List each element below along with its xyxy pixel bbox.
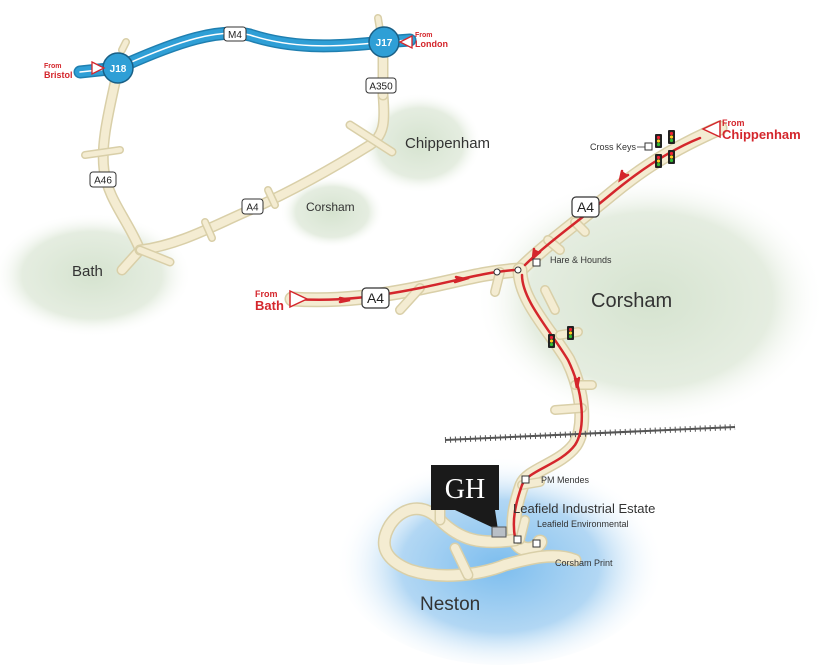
road-shield-a4-north: A4 — [571, 196, 600, 218]
traffic-light-icon — [668, 150, 675, 164]
traffic-light-icon — [655, 154, 662, 168]
from-bristol: From Bristol — [44, 60, 106, 80]
from-chippenham-label: Chippenham — [722, 127, 801, 142]
road-label-a4-west: A4 — [367, 290, 384, 306]
from-bath: From Bath — [255, 289, 309, 313]
town-label-corsham: Corsham — [591, 290, 672, 312]
road-shield-a4-west: A4 — [361, 287, 390, 309]
landmark-label-pm-mendes: PM Mendes — [541, 475, 590, 485]
landmark-marker-icon — [644, 142, 653, 151]
junction-j18: J18 — [102, 52, 134, 84]
traffic-lights — [548, 130, 675, 348]
town-label-chippenham: Chippenham — [405, 135, 490, 152]
landmark-pm-mendes: PM Mendes — [521, 475, 590, 485]
road-label-a350: A350 — [369, 82, 393, 93]
from-london-word: From — [415, 32, 433, 39]
road-label-m4: M4 — [228, 30, 242, 41]
landmark-marker-icon — [532, 258, 541, 267]
road-shield-m4: M4 — [223, 26, 247, 42]
roundabouts — [493, 266, 522, 276]
m4-motorway — [73, 26, 417, 79]
traffic-light-icon — [548, 334, 555, 348]
landmark-label-leafield-estate: Leafield Industrial Estate — [513, 501, 655, 516]
from-bristol-word: From — [44, 63, 62, 70]
road-shield-a4-overview: A4 — [241, 198, 264, 215]
from-london-label: London — [415, 39, 448, 49]
junction-label-j18: J18 — [110, 64, 127, 75]
from-bath-label: Bath — [255, 298, 284, 313]
landmark-label-corsham-print: Corsham Print — [555, 558, 613, 568]
town-label-neston: Neston — [420, 594, 480, 615]
road-label-a46: A46 — [94, 176, 112, 187]
road-label-a4-north: A4 — [577, 199, 594, 215]
junction-label-j17: J17 — [376, 38, 393, 49]
town-label-corsham-overview: Corsham — [306, 200, 355, 214]
landmark-marker-icon — [532, 539, 541, 548]
landmark-label-cross-keys: Cross Keys — [590, 142, 637, 152]
gh-location-marker: GH — [431, 465, 507, 538]
from-chippenham-word: From — [722, 118, 745, 128]
traffic-light-icon — [567, 326, 574, 340]
landmark-leafield-environmental: Leafield Environmental — [513, 519, 629, 544]
landmark-cross-keys: Cross Keys — [590, 142, 653, 152]
landmark-hare-hounds: Hare & Hounds — [532, 255, 612, 267]
junction-j17: J17 — [368, 26, 400, 58]
area-corsham-small — [280, 176, 384, 248]
area-neston — [335, 445, 665, 665]
landmark-label-leafield-environmental: Leafield Environmental — [537, 519, 629, 529]
landmark-marker-icon — [521, 475, 530, 484]
from-london: From London — [398, 32, 448, 50]
gh-marker-label: GH — [445, 474, 485, 505]
from-bristol-label: Bristol — [44, 70, 73, 80]
road-label-a4-overview: A4 — [246, 203, 259, 214]
railway — [444, 424, 736, 443]
landmark-label-hare-hounds: Hare & Hounds — [550, 255, 612, 265]
road-shield-a350: A350 — [365, 77, 397, 94]
from-bath-word: From — [255, 289, 278, 299]
from-chippenham: From Chippenham — [701, 118, 801, 142]
landmark-corsham-print: Corsham Print — [532, 539, 613, 568]
site-building-icon — [491, 526, 507, 538]
traffic-light-icon — [655, 134, 662, 148]
road-shield-a46: A46 — [89, 171, 117, 188]
landmark-marker-icon — [513, 535, 522, 544]
traffic-light-icon — [668, 130, 675, 144]
town-label-bath: Bath — [72, 263, 103, 280]
